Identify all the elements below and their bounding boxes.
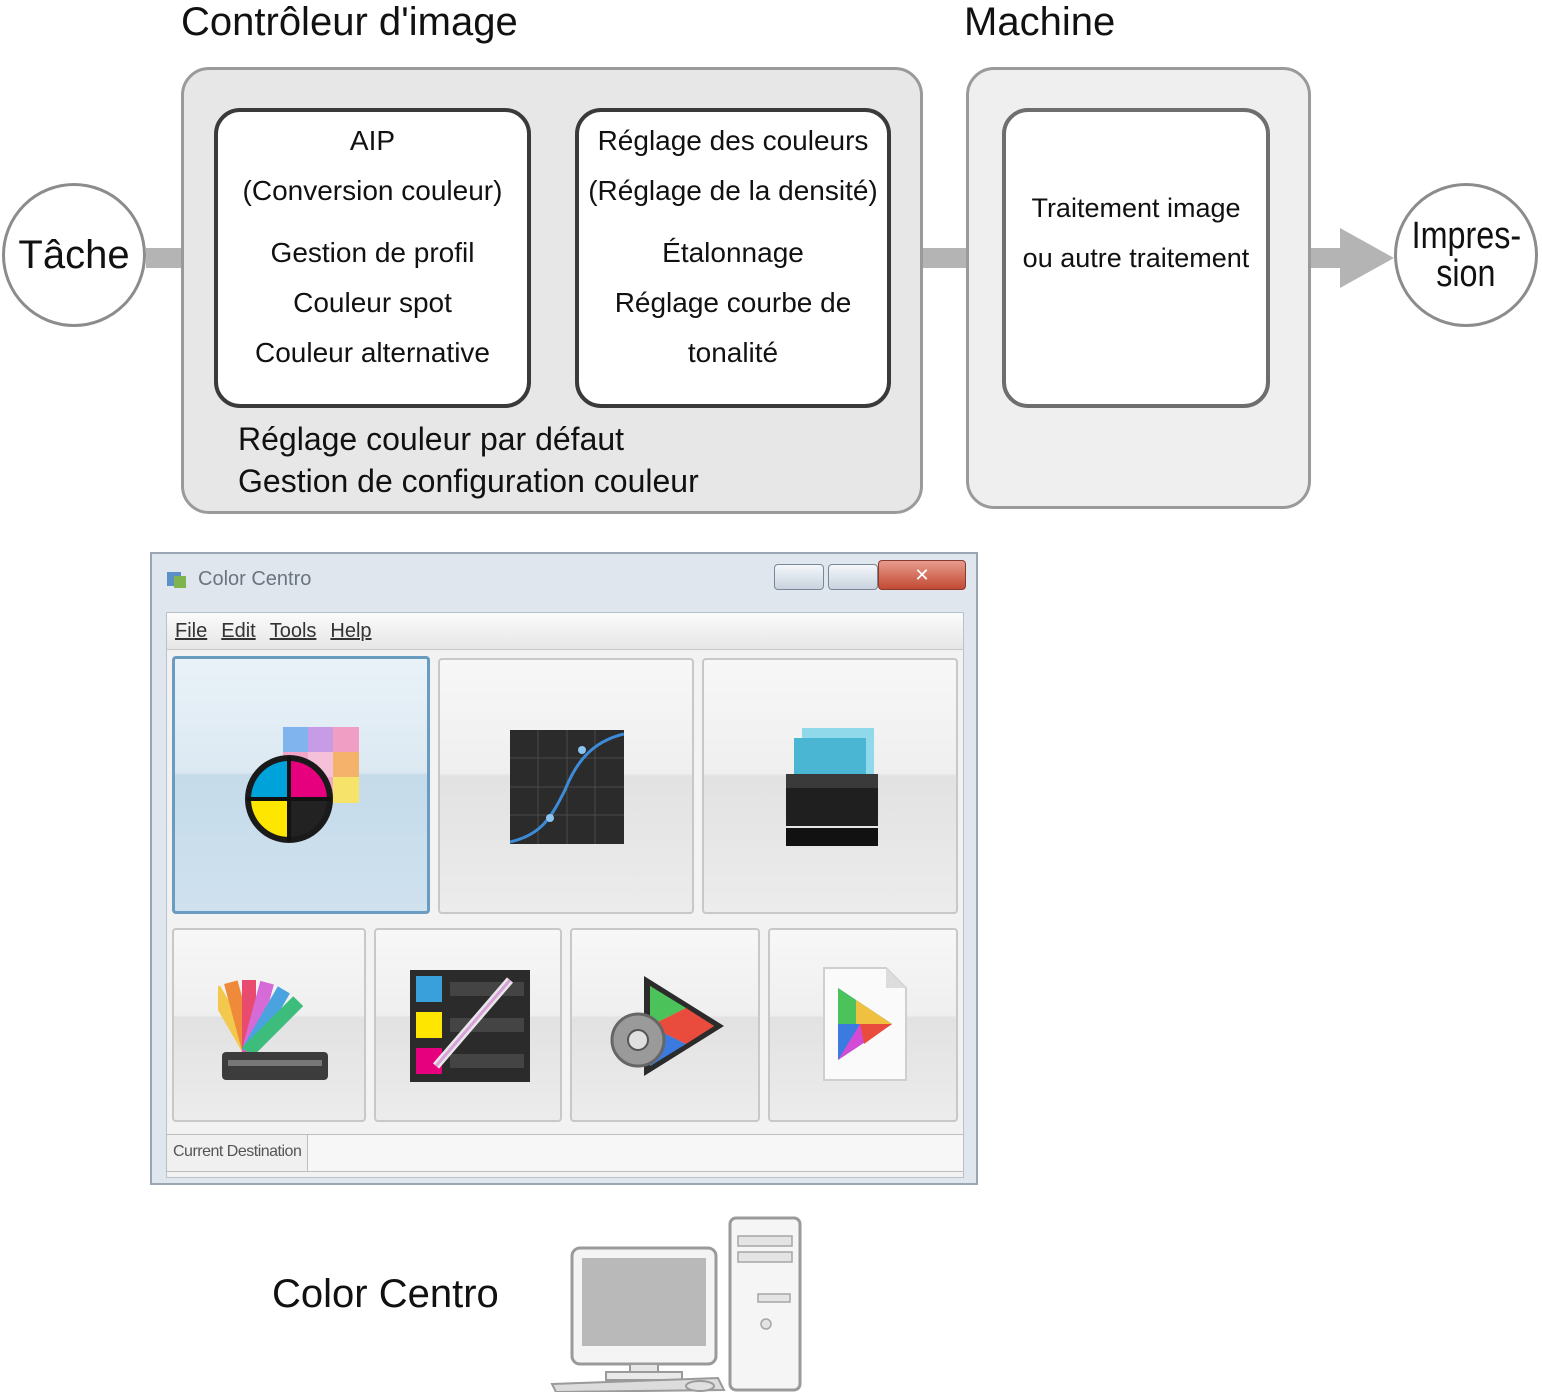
aip-line-4: Couleur spot xyxy=(293,287,452,318)
tone-curve-icon xyxy=(510,730,624,844)
app-icon xyxy=(167,572,186,588)
spot-color-swatch-icon xyxy=(218,980,328,1080)
color-picker-icon xyxy=(410,970,530,1082)
job-circle: Tâche xyxy=(2,183,146,327)
current-destination-value xyxy=(308,1135,963,1171)
menu-tools[interactable]: Tools xyxy=(269,619,317,642)
aip-box: AIP (Conversion couleur) Gestion de prof… xyxy=(214,108,531,408)
tile-profile-document[interactable] xyxy=(768,928,958,1122)
close-icon: ✕ xyxy=(914,564,930,585)
tile-color-picker[interactable] xyxy=(374,928,562,1122)
printer-queue-icon xyxy=(786,728,878,846)
aip-line-5: Couleur alternative xyxy=(254,337,491,368)
tile-spot-color[interactable] xyxy=(172,928,366,1122)
machine-process-box: Traitement image ou autre traitement xyxy=(1002,108,1270,408)
print-circle: Impres- sion xyxy=(1394,183,1538,327)
controller-footer-1: Réglage couleur par défaut xyxy=(238,421,625,457)
profile-document-icon xyxy=(823,967,907,1081)
machine-line-2: ou autre traitement xyxy=(1022,243,1250,273)
controller-footer-2: Gestion de configuration couleur xyxy=(238,463,699,499)
tile-profile-settings[interactable] xyxy=(570,928,760,1122)
aip-line-3: Gestion de profil xyxy=(270,237,475,268)
tile-color-management[interactable] xyxy=(172,656,430,914)
menu-file[interactable]: File xyxy=(175,619,208,642)
window-titlebar[interactable]: Color Centro xyxy=(152,554,976,604)
print-label-1: Impres- xyxy=(1411,215,1521,257)
arrow-head-icon xyxy=(1340,228,1394,288)
tile-printer-queue[interactable] xyxy=(702,658,958,914)
menu-help[interactable]: Help xyxy=(330,619,372,642)
status-bar: Current Destination xyxy=(166,1134,964,1172)
controller-title: Contrôleur d'image xyxy=(181,0,518,44)
adjust-line-3: Étalonnage xyxy=(662,237,804,268)
menu-bar: File Edit Tools Help xyxy=(167,613,963,650)
adjust-line-2: (Réglage de la densité) xyxy=(588,175,878,206)
machine-title: Machine xyxy=(964,0,1116,44)
current-destination-label: Current Destination xyxy=(167,1135,309,1171)
minimize-button[interactable] xyxy=(774,564,824,590)
adjust-line-4: Réglage courbe de xyxy=(614,287,852,318)
profile-settings-icon xyxy=(610,976,724,1076)
color-adjust-box: Réglage des couleurs (Réglage de la dens… xyxy=(575,108,891,408)
color-management-icon xyxy=(245,727,359,843)
menu-edit[interactable]: Edit xyxy=(221,619,256,642)
color-centro-window: Color Centro ✕ File Edit Tools Help xyxy=(150,552,978,1185)
aip-line-1: AIP xyxy=(349,125,396,156)
maximize-button[interactable] xyxy=(828,564,878,590)
close-button[interactable]: ✕ xyxy=(878,560,966,590)
job-label: Tâche xyxy=(18,232,130,277)
tile-tone-curve[interactable] xyxy=(438,658,694,914)
color-centro-caption: Color Centro xyxy=(272,1272,499,1316)
adjust-line-5: tonalité xyxy=(687,337,779,368)
adjust-line-1: Réglage des couleurs xyxy=(597,125,869,156)
window-title: Color Centro xyxy=(198,567,312,590)
print-label-2: sion xyxy=(1436,253,1496,295)
aip-line-2: (Conversion couleur) xyxy=(242,175,503,206)
machine-line-1: Traitement image xyxy=(1031,193,1241,223)
computer-icon xyxy=(550,1216,802,1392)
